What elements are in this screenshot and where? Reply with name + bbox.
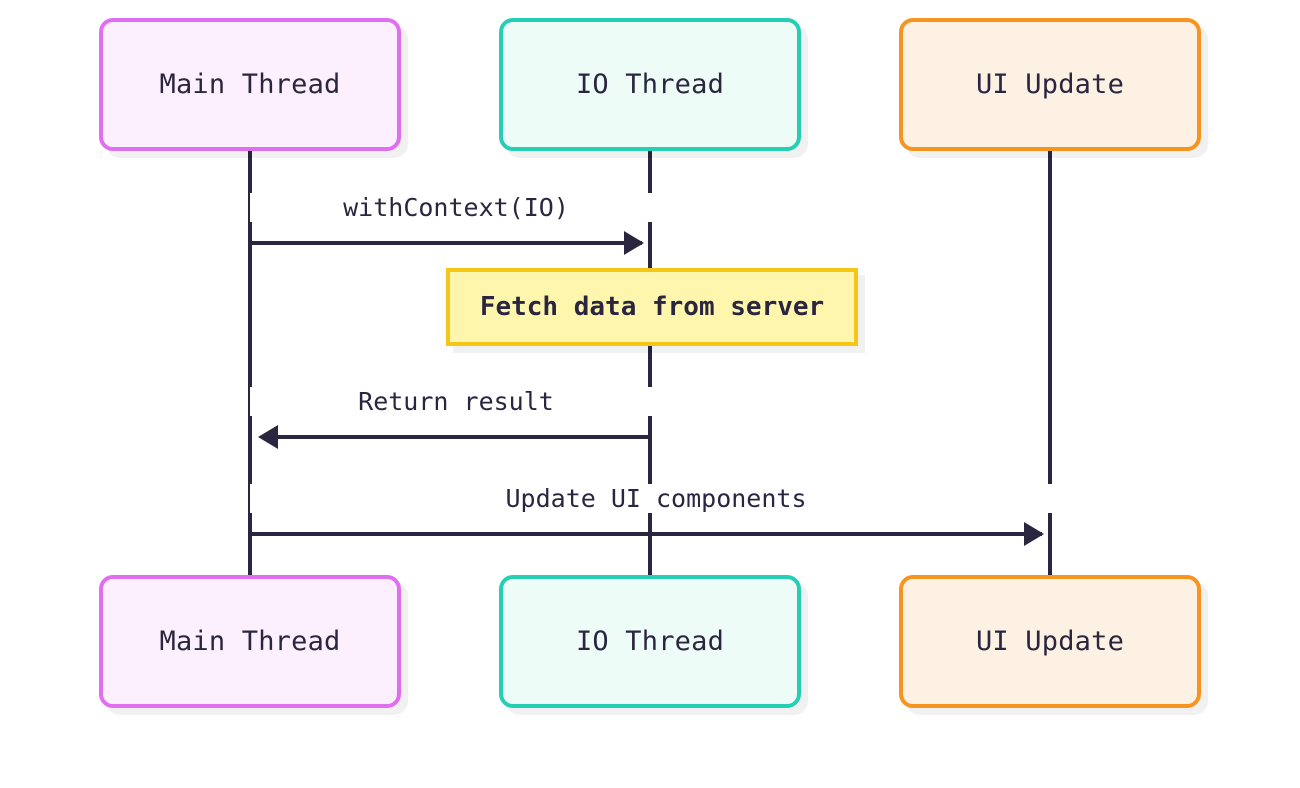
participant-label-ui-update-bottom: UI Update [975,626,1125,657]
participant-box-io-thread-top[interactable]: IO Thread [499,18,801,151]
lifeline-io-thread [648,146,652,579]
participant-box-main-thread-bottom[interactable]: Main Thread [99,575,401,708]
participant-box-ui-update-bottom[interactable]: UI Update [899,575,1201,708]
participant-label-main-thread-top: Main Thread [159,69,341,100]
participant-box-main-thread-top[interactable]: Main Thread [99,18,401,151]
lifeline-ui-update [1048,146,1052,579]
message-line-return-result [278,435,650,439]
participant-box-ui-update-top[interactable]: UI Update [899,18,1201,151]
message-label-return-result: Return result [250,387,662,416]
note-fetch-data-from-server: Fetch data from server [446,268,858,346]
message-line-update-ui-components [250,532,1042,536]
message-line-withcontext-io [250,241,642,245]
arrowhead-right-update-ui-components [1024,522,1044,546]
arrowhead-left-return-result [258,425,278,449]
participant-label-io-thread-bottom: IO Thread [575,626,725,657]
lifeline-main-thread [248,146,252,579]
arrowhead-right-withcontext-io [624,231,644,255]
note-text: Fetch data from server [479,292,825,322]
message-label-withcontext-io: withContext(IO) [250,193,662,222]
message-label-update-ui-components: Update UI components [250,484,1062,513]
participant-label-io-thread-top: IO Thread [575,69,725,100]
participant-label-ui-update-top: UI Update [975,69,1125,100]
participant-label-main-thread-bottom: Main Thread [159,626,341,657]
participant-box-io-thread-bottom[interactable]: IO Thread [499,575,801,708]
